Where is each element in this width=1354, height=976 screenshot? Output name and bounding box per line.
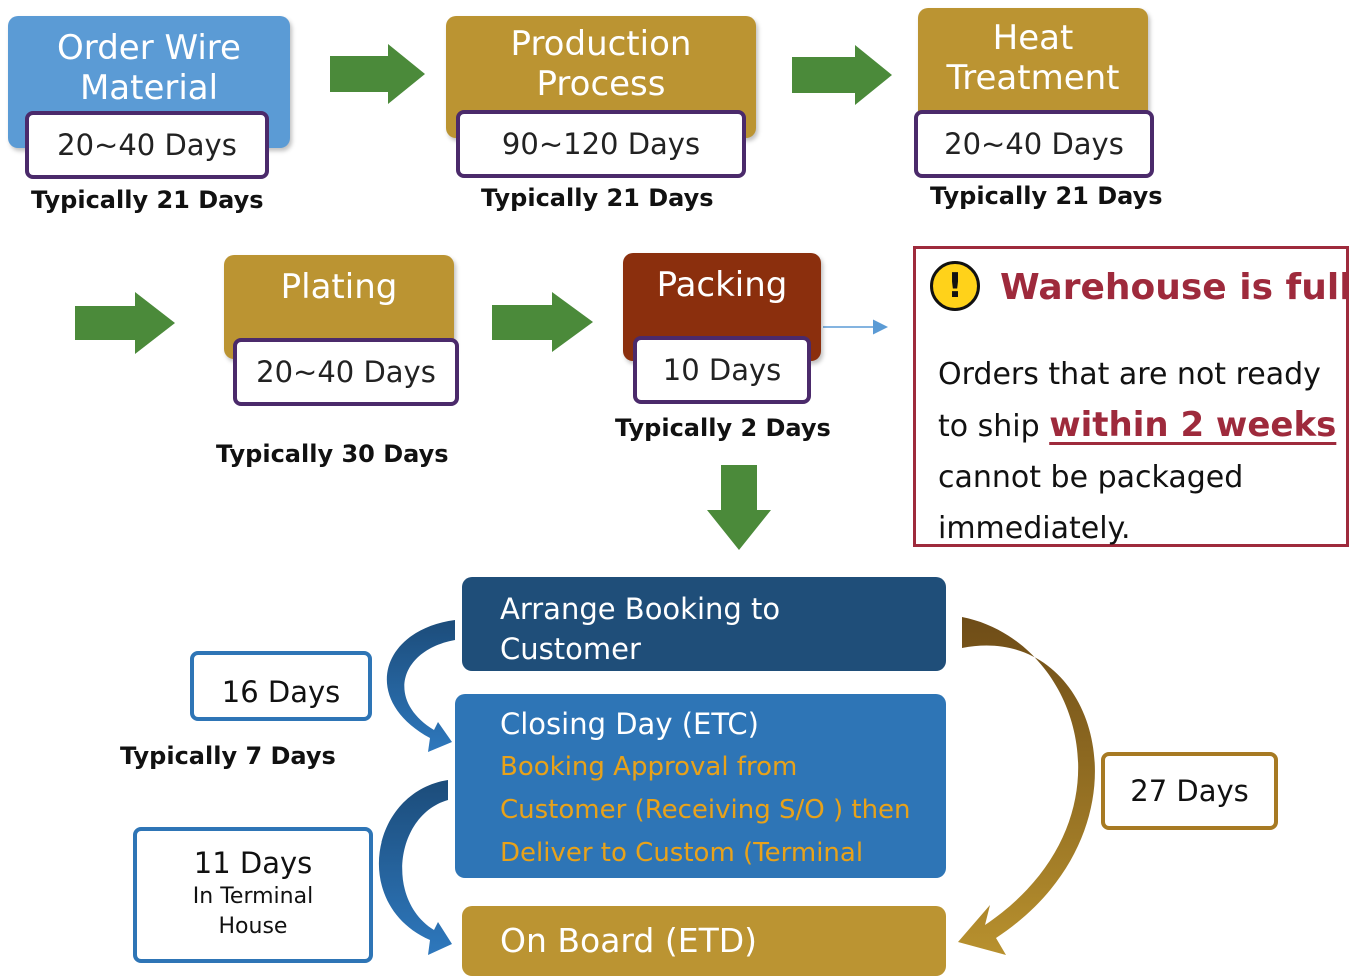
stage-title-line-1: Order Wire <box>57 28 241 68</box>
days-11-note-2: House <box>218 914 288 939</box>
onboard-box: On Board (ETD) <box>462 906 946 976</box>
days-box-production: 90~120 Days <box>456 110 746 178</box>
stage-title-line-2: Process <box>536 64 666 104</box>
stage-title-line-1: Plating <box>280 267 398 307</box>
closing-line-3: Deliver to Custom (Terminal <box>500 838 864 868</box>
warning-body: Orders that are not ready to ship within… <box>938 349 1336 554</box>
green-arrow-1 <box>330 44 425 104</box>
typical-plating: Typically 30 Days <box>216 440 449 468</box>
curve-arrow-booking-closing <box>386 620 455 752</box>
typical-heat: Typically 21 Days <box>930 182 1163 210</box>
curve-arrow-closing-onboard <box>378 780 452 955</box>
days-16-box: 16 Days <box>190 651 372 721</box>
onboard-title: On Board (ETD) <box>500 921 758 960</box>
days-16-label: 16 Days <box>221 675 341 709</box>
days-27-label: 27 Days <box>1130 774 1249 808</box>
typical-production: Typically 21 Days <box>481 184 714 212</box>
days-value: 90~120 Days <box>501 127 701 161</box>
days-box-order: 20~40 Days <box>25 111 269 179</box>
stage-heat-treatment: Heat Treatment <box>918 8 1148 128</box>
stage-title-line-1: Heat <box>992 18 1074 58</box>
green-arrow-3 <box>75 292 175 354</box>
days-value: 20~40 Days <box>57 128 237 162</box>
days-11-box: 11 Days In Terminal House <box>133 827 373 963</box>
stage-title-line-1: Packing <box>656 265 788 305</box>
days-11-label: 11 Days <box>193 846 313 880</box>
closing-day-box: Closing Day (ETC) Booking Approval from … <box>455 694 946 878</box>
days-box-heat: 20~40 Days <box>914 110 1154 178</box>
exclamation-icon: ! <box>930 261 980 311</box>
booking-box: Arrange Booking to Customer <box>462 577 946 671</box>
closing-line-1: Booking Approval from <box>500 752 798 782</box>
warning-box: ! Warehouse is full ! Orders that are no… <box>913 246 1354 547</box>
warning-line-2: to ship within 2 weeks <box>938 400 1336 452</box>
warning-line-3: cannot be packaged <box>938 460 1244 495</box>
days-11-note-1: In Terminal <box>192 884 314 909</box>
days-box-plating: 20~40 Days <box>233 338 459 406</box>
typical-packing: Typically 2 Days <box>615 414 831 442</box>
days-27-box: 27 Days <box>1101 752 1278 830</box>
warning-title: Warehouse is full ! <box>1000 267 1354 308</box>
days-value: 20~40 Days <box>944 127 1124 161</box>
warning-emphasis: within 2 weeks <box>1049 405 1337 445</box>
green-arrow-2 <box>792 45 892 105</box>
warning-line-2-prefix: to ship <box>938 409 1050 444</box>
typical-order: Typically 21 Days <box>31 186 264 214</box>
days-value: 10 Days <box>662 353 782 387</box>
days-value: 20~40 Days <box>256 355 436 389</box>
warning-line-1: Orders that are not ready <box>938 357 1321 392</box>
warning-line-4: immediately. <box>938 511 1131 546</box>
booking-line-2: Customer <box>500 632 641 666</box>
stage-title-line-2: Material <box>79 68 219 108</box>
curve-arrow-booking-onboard <box>958 617 1095 955</box>
closing-title: Closing Day (ETC) <box>500 707 759 741</box>
typical-7: Typically 7 Days <box>120 742 336 770</box>
closing-line-2: Customer (Receiving S/O ) then <box>500 795 911 825</box>
days-box-packing: 10 Days <box>633 336 811 404</box>
stage-title-line-2: Treatment <box>946 58 1120 98</box>
booking-line-1: Arrange Booking to <box>500 592 781 626</box>
green-arrow-4 <box>492 292 593 352</box>
green-arrow-down <box>707 465 771 550</box>
stage-title-line-1: Production <box>510 24 692 64</box>
